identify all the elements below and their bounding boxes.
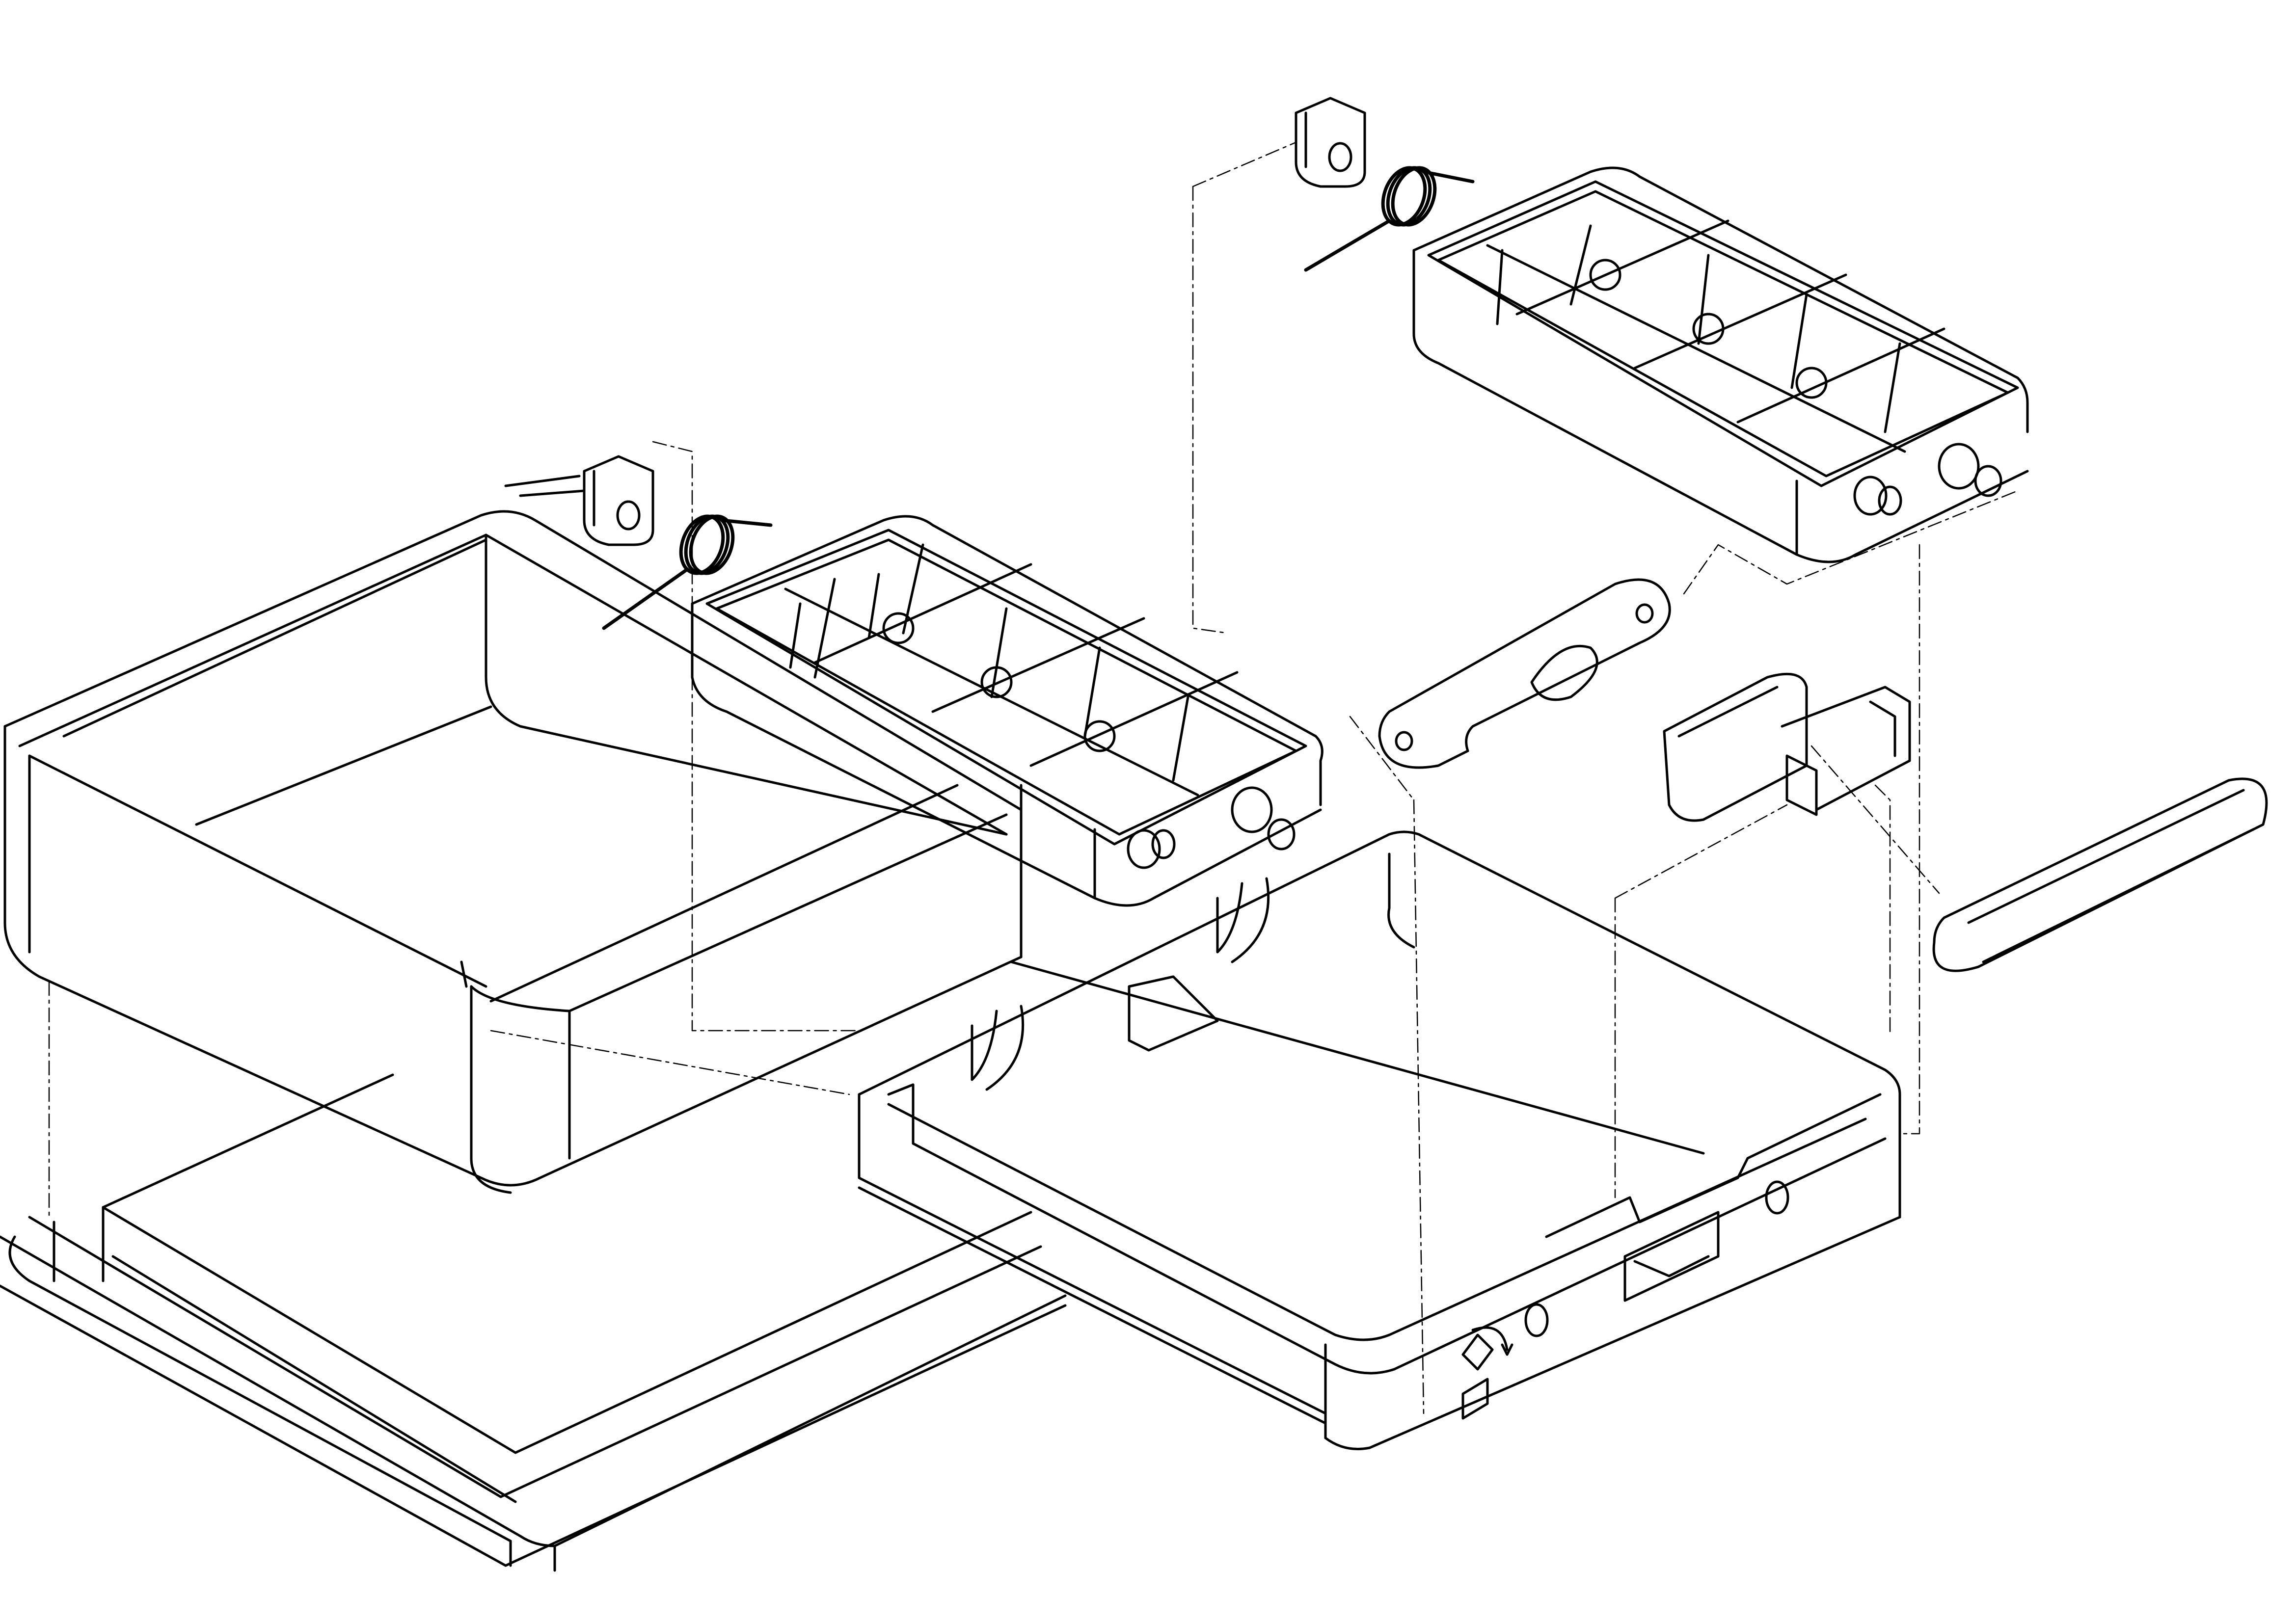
base-frame	[0, 1073, 1067, 1572]
spring-upper	[1304, 166, 1475, 272]
spring-lower	[602, 514, 773, 630]
slider-latch	[1663, 672, 1911, 822]
bracket-lower	[504, 455, 654, 546]
tray-box	[3, 510, 1023, 1194]
ice-tray-lower	[691, 515, 1324, 907]
ice-tray-upper	[1412, 166, 2029, 563]
housing-frame	[858, 830, 1901, 1450]
square-icon	[1461, 1378, 1489, 1420]
rotate-diamond-icon	[1461, 1326, 1513, 1371]
handle-bar	[1932, 777, 2268, 972]
bracket-upper	[1295, 97, 1366, 188]
link-plate	[1378, 578, 1671, 769]
assembly-lines	[48, 141, 2019, 1414]
